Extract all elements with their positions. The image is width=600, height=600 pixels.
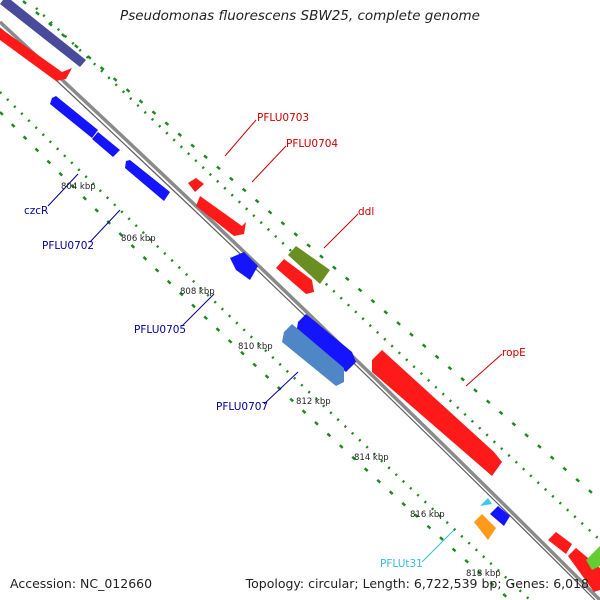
leader-PFLU0707 xyxy=(263,371,299,405)
outer-forward-track-2 xyxy=(19,0,600,501)
gene-czcR-arrow[interactable] xyxy=(50,96,98,138)
label-PFLU0702: PFLU0702 xyxy=(42,240,94,252)
scale-tick: 812 kbp xyxy=(296,397,331,407)
gene-orange[interactable] xyxy=(474,514,496,540)
forward-gene-labels: PFLU0703 PFLU0704 ddl ropE xyxy=(257,112,526,359)
genome-info-footer: Topology: circular; Length: 6,722,539 bp… xyxy=(245,576,589,591)
leader-czcR xyxy=(47,173,79,207)
label-PFLU0703: PFLU0703 xyxy=(257,112,309,124)
leader-PFLU0702 xyxy=(89,209,121,243)
leader-PFLU0703 xyxy=(224,119,257,157)
gene-ropE-arrow[interactable] xyxy=(372,350,502,476)
scale-tick: 816 kbp xyxy=(410,510,445,520)
gene-ddl-red[interactable] xyxy=(276,259,314,294)
gene-red-arrow-topleft[interactable] xyxy=(0,28,72,81)
label-ddl: ddl xyxy=(358,206,374,218)
scale-tick-labels: 804 kbp 806 kbp 808 kbp 810 kbp 812 kbp … xyxy=(61,182,501,579)
label-ropE: ropE xyxy=(502,347,526,359)
gene-navy-bar[interactable] xyxy=(0,0,86,67)
scale-tick: 814 kbp xyxy=(354,453,389,463)
map-title: Pseudomonas fluorescens SBW25, complete … xyxy=(120,8,480,24)
leader-PFLU0704 xyxy=(251,145,287,183)
scale-tick: 808 kbp xyxy=(180,287,215,297)
gene-PFLU0707-blue[interactable] xyxy=(296,314,356,372)
gene-PFLU0705-arrow[interactable] xyxy=(230,252,258,280)
trna-PFLUt31[interactable] xyxy=(480,498,492,506)
label-PFLU0707: PFLU0707 xyxy=(216,401,268,413)
label-PFLU0704: PFLU0704 xyxy=(286,138,338,150)
gene-red-bottom-2[interactable] xyxy=(568,548,600,592)
gene-blue-bottom[interactable] xyxy=(490,506,510,526)
gene-green-bottom[interactable] xyxy=(586,546,600,570)
leader-ropE xyxy=(465,353,503,387)
scale-tick: 804 kbp xyxy=(61,182,96,192)
leader-PFLUt31 xyxy=(421,529,455,563)
label-leaders xyxy=(47,119,503,563)
gene-czcR-arrow-2[interactable] xyxy=(92,132,120,157)
gene-red-bottom-1[interactable] xyxy=(548,532,572,554)
gene-ddl-olive[interactable] xyxy=(288,246,330,284)
leader-PFLU0705 xyxy=(181,293,215,327)
leader-ddl xyxy=(323,213,359,249)
scale-tick: 818 kbp xyxy=(466,569,501,579)
backbone-inner xyxy=(0,27,596,600)
label-czcR: czcR xyxy=(24,205,48,217)
label-PFLU0705: PFLU0705 xyxy=(134,324,186,336)
backbone-outer xyxy=(0,20,600,600)
label-PFLUt31: PFLUt31 xyxy=(380,558,423,570)
scale-tick: 810 kbp xyxy=(238,342,273,352)
accession-footer: Accession: NC_012660 xyxy=(10,576,153,591)
gene-PFLU0704-arrow[interactable] xyxy=(196,196,246,236)
scale-tick: 806 kbp xyxy=(121,234,156,244)
gene-PFLU0707-steel[interactable] xyxy=(282,324,344,386)
gene-PFLU0702-arrow[interactable] xyxy=(125,160,170,201)
gene-PFLU0703-arrow[interactable] xyxy=(188,178,204,192)
reverse-gene-labels: czcR PFLU0702 PFLU0705 PFLU0707 xyxy=(24,205,268,413)
